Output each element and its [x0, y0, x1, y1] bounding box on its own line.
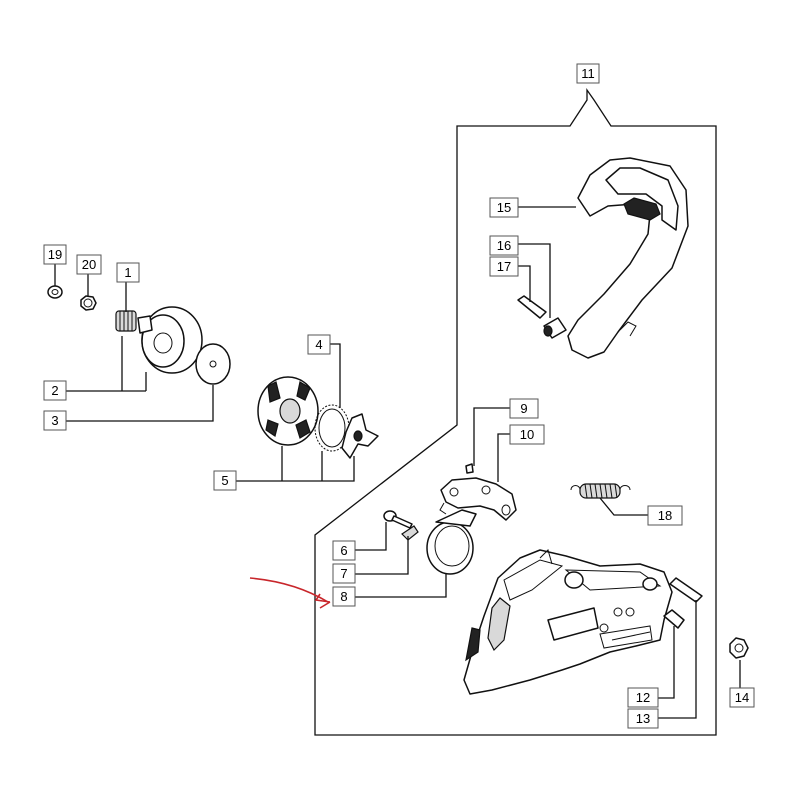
part-16-sleeve [543, 317, 567, 339]
svg-text:13: 13 [636, 711, 650, 726]
part-5-hub [341, 413, 379, 459]
part-13-stud [669, 577, 703, 603]
callout-16: 16 [489, 235, 519, 256]
part-14-nut [729, 637, 749, 659]
part-2-clutch-drum [137, 306, 203, 374]
leader-7 [355, 536, 409, 575]
callout-17: 17 [489, 256, 519, 277]
callout-12: 12 [627, 687, 659, 708]
group-11-outline [314, 87, 717, 736]
part-9-clip [465, 463, 474, 474]
callout-7: 7 [332, 563, 356, 584]
leader-4 [330, 343, 341, 408]
callout-2: 2 [43, 380, 67, 401]
svg-text:4: 4 [315, 337, 322, 352]
callout-4: 4 [307, 334, 331, 355]
part-15-chain-brake-guard [567, 157, 689, 359]
svg-text:10: 10 [520, 427, 534, 442]
part-8-brake-band [426, 509, 477, 575]
callout-11: 11 [576, 63, 600, 84]
part-12-stud [663, 609, 685, 629]
callout-3: 3 [43, 410, 67, 431]
leader-8 [355, 574, 447, 598]
callout-8: 8 [332, 586, 356, 607]
part-19-washer [47, 285, 63, 299]
svg-text:3: 3 [51, 413, 58, 428]
part-20-nut [80, 295, 97, 311]
leader-12 [658, 626, 675, 699]
leader-5 [236, 446, 355, 482]
part-11-sprocket-cover [463, 549, 673, 695]
svg-text:20: 20 [82, 257, 96, 272]
svg-text:9: 9 [520, 401, 527, 416]
leader-10 [497, 433, 510, 482]
svg-text:14: 14 [735, 690, 749, 705]
callout-14: 14 [729, 687, 755, 708]
svg-text:5: 5 [221, 473, 228, 488]
callout-5: 5 [213, 470, 237, 491]
part-3-washer [195, 343, 231, 385]
callout-18: 18 [647, 505, 683, 526]
svg-text:1: 1 [124, 265, 131, 280]
part-10-brake-lever [439, 477, 517, 521]
svg-text:2: 2 [51, 383, 58, 398]
svg-text:16: 16 [497, 238, 511, 253]
leader-6 [355, 522, 387, 551]
leader-17 [518, 265, 531, 302]
svg-text:17: 17 [497, 259, 511, 274]
svg-text:11: 11 [581, 66, 595, 81]
leader-2 [66, 336, 147, 392]
callout-15: 15 [489, 197, 519, 218]
svg-text:15: 15 [497, 200, 511, 215]
leader-9 [473, 407, 510, 466]
callout-19: 19 [43, 244, 67, 265]
callout-9: 9 [509, 398, 539, 419]
leader-18 [599, 497, 648, 516]
leader-13 [658, 600, 697, 719]
callout-20: 20 [76, 254, 102, 275]
part-17-pin [517, 295, 547, 319]
part-1-needle-bearing [115, 310, 137, 332]
svg-text:19: 19 [48, 247, 62, 262]
part-7-block [401, 525, 419, 541]
red-arrow-head [314, 593, 331, 609]
leader-16 [518, 243, 551, 318]
svg-text:7: 7 [340, 566, 347, 581]
part-5-clutch [257, 376, 319, 446]
callout-6: 6 [332, 540, 356, 561]
svg-text:12: 12 [636, 690, 650, 705]
callout-1: 1 [116, 262, 140, 283]
svg-text:18: 18 [658, 508, 672, 523]
svg-text:8: 8 [340, 589, 347, 604]
part-6-screw [383, 510, 413, 529]
callout-13: 13 [627, 708, 659, 729]
part-18-spring [570, 483, 631, 499]
leader-3 [66, 385, 214, 422]
svg-text:6: 6 [340, 543, 347, 558]
callout-10: 10 [509, 424, 545, 445]
red-pointer-arrow [249, 577, 329, 603]
